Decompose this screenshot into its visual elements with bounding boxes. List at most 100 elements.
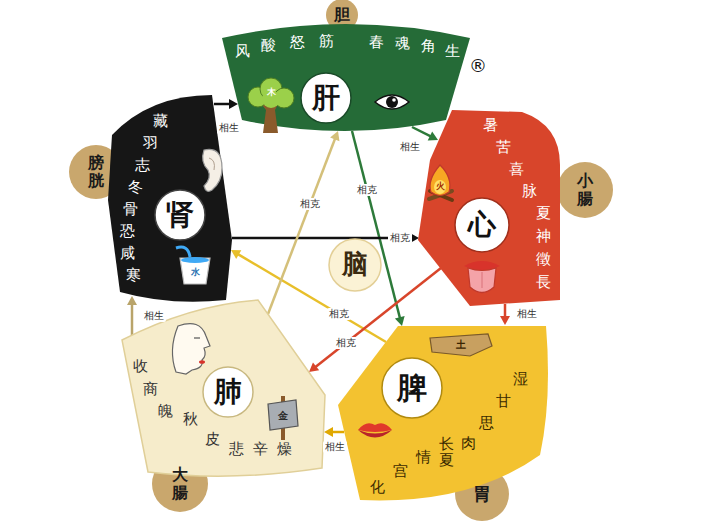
cycle-arrow xyxy=(412,127,438,140)
element-attribute-holder: 魂 xyxy=(395,35,410,52)
element-attribute: 辛 xyxy=(253,441,268,458)
element-attribute-holder: 咸 xyxy=(120,245,135,262)
organ-name-holder: 胆 xyxy=(334,6,350,24)
element-attribute-holder: 志 xyxy=(135,157,150,174)
organ-name: 胆 xyxy=(334,6,350,24)
element-attribute: 肉 xyxy=(461,435,476,452)
cycle-arrow xyxy=(352,131,405,326)
wood-element-region: 风酸怒筋 春魂角生肝 xyxy=(218,20,474,136)
element-attribute: 寒 xyxy=(126,267,141,284)
circle-fill xyxy=(203,367,253,417)
region-fill xyxy=(108,95,232,302)
element-attribute: 秋 xyxy=(183,411,198,428)
element-glyph: 水 xyxy=(191,267,200,277)
element-attribute: 悲 xyxy=(229,441,244,458)
element-attribute: 骨 xyxy=(123,201,138,218)
relation-label-holder: 相生 xyxy=(323,441,347,453)
cycle-arrow xyxy=(232,233,419,243)
element-attribute-holder: 暑 xyxy=(483,117,498,134)
arrow-line xyxy=(232,237,412,240)
metal-element-region: 收商魄秋皮悲辛燥 肺 xyxy=(118,296,328,478)
element-attribute-holder: 风 xyxy=(235,43,250,60)
relation-label-holder: 相克 xyxy=(388,232,412,244)
element-attribute: 冬 xyxy=(128,179,143,196)
cycle-arrow xyxy=(214,99,238,109)
element-attribute-holder: 長 xyxy=(536,274,551,291)
element-attribute: 喜 xyxy=(509,161,524,178)
element-attribute-holder: 神 xyxy=(536,228,551,245)
cycle-arrow xyxy=(500,304,510,325)
element-attribute: 酸 xyxy=(261,37,276,54)
element-attribute-holder: 魄 xyxy=(158,403,173,420)
element-attribute: 長 xyxy=(536,274,551,291)
element-attribute: 羽 xyxy=(143,135,158,152)
region-fill xyxy=(338,326,548,500)
relation-label: 相克 xyxy=(298,198,322,210)
relation-label: 相克 xyxy=(355,184,379,196)
organ-name-holder: 肺 xyxy=(214,376,242,408)
arrow-head xyxy=(500,316,510,325)
element-attribute: 恐 xyxy=(120,223,135,240)
relation-label: 相克 xyxy=(327,308,351,320)
element-attribute: 燥 xyxy=(277,441,292,458)
element-attribute-holder: 藏 xyxy=(153,113,168,130)
element-attribute-holder: 骨 xyxy=(123,201,138,218)
element-attribute-holder: 生 xyxy=(445,43,460,60)
element-glyph: 金 xyxy=(278,410,288,422)
element-attribute-holder: 羽 xyxy=(143,135,158,152)
element-attribute: 春 xyxy=(369,34,384,51)
element-attribute-holder: 商 xyxy=(143,381,158,398)
element-attribute: 暑 xyxy=(483,117,498,134)
element-attribute: 怒 xyxy=(290,34,305,51)
element-glyph-holder: 水 xyxy=(191,267,200,277)
circle-fill xyxy=(455,198,509,252)
relation-label: 相生 xyxy=(515,308,539,320)
element-attribute-holder: 收 xyxy=(133,358,148,375)
element-attribute-holder: 思 xyxy=(479,415,494,432)
element-attribute-holder: 筋 xyxy=(319,33,334,50)
cycle-arrow xyxy=(268,131,339,314)
element-attribute: 夏 xyxy=(536,205,551,222)
element-attribute: 徵 xyxy=(536,251,551,268)
zang-organ-circle: 肝 xyxy=(301,73,351,123)
relation-label-holder: 相生 xyxy=(142,310,166,322)
element-attribute-holder: 湿 xyxy=(513,371,528,388)
element-attribute: 长夏 xyxy=(439,436,454,469)
arrow-head xyxy=(324,427,333,437)
organ-name: 肝 xyxy=(312,82,340,114)
zang-organ-circle: 肾 xyxy=(155,190,205,240)
element-attribute-holder: 皮 xyxy=(205,431,220,448)
circle-fill xyxy=(557,162,613,218)
organ-name: 脑 xyxy=(342,250,368,280)
organ-name-holder: 心 xyxy=(468,209,496,241)
organ-name: 胃 xyxy=(473,484,491,505)
element-attribute-holder: 恐 xyxy=(120,223,135,240)
element-attribute: 魄 xyxy=(158,403,173,420)
element-attribute-holder: 燥 xyxy=(277,441,292,458)
element-attribute: 化 xyxy=(370,479,385,496)
element-attribute: 湿 xyxy=(513,371,528,388)
element-attribute-holder: 苦 xyxy=(496,139,511,156)
organ-name: 脾 xyxy=(397,371,427,406)
element-attribute: 脉 xyxy=(522,183,537,200)
element-attribute: 角 xyxy=(421,38,436,55)
arrow-line xyxy=(131,303,134,336)
relation-label: 相生 xyxy=(142,310,166,322)
element-attribute-holder: 冬 xyxy=(128,179,143,196)
cycle-arrow xyxy=(127,296,137,336)
element-attribute-holder: 脉 xyxy=(522,183,537,200)
organ-name: 心 xyxy=(468,209,496,241)
element-attribute: 生 xyxy=(445,43,460,60)
organ-name-holder: 膀胱 xyxy=(88,154,104,189)
element-attribute: 筋 xyxy=(319,33,334,50)
element-attribute-holder: 宫 xyxy=(393,463,408,480)
element-attribute-holder: 情 xyxy=(416,449,431,466)
relation-label-holder: 相生 xyxy=(217,122,241,134)
relation-label-holder: 相生 xyxy=(398,141,422,153)
relation-label: 相生 xyxy=(323,441,347,453)
circle-fill xyxy=(155,190,205,240)
arrow-line xyxy=(412,127,432,137)
circle-fill xyxy=(329,239,381,291)
element-attribute: 皮 xyxy=(205,431,220,448)
